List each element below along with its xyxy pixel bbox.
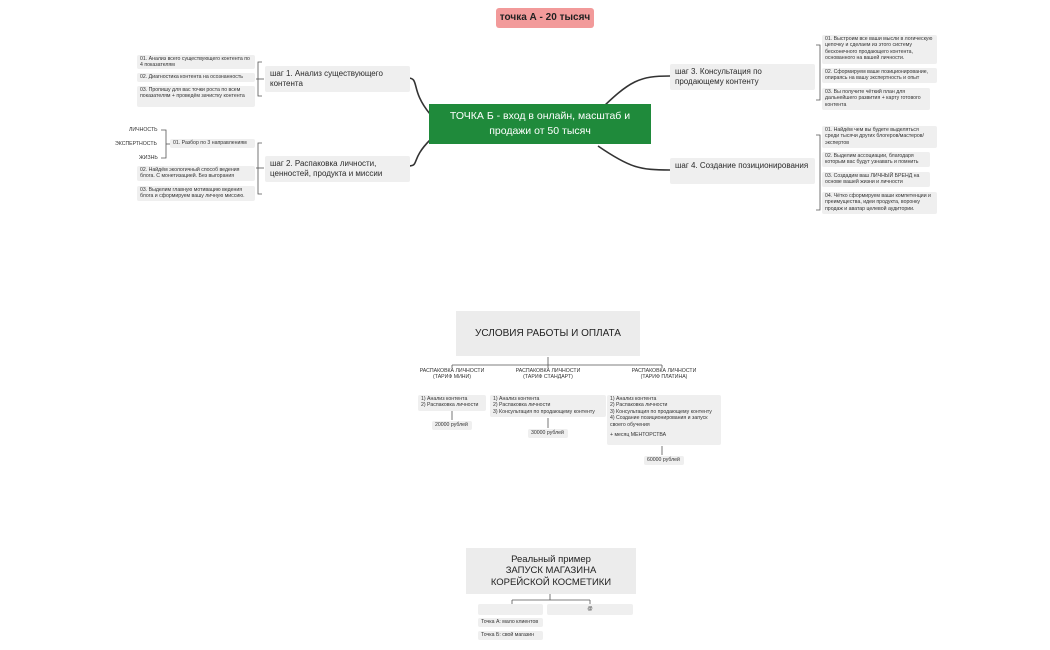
direction-personality: ЛИЧНОСТЬ [129, 127, 158, 133]
example-point-a[interactable]: Точка А: мало клиентов [478, 618, 543, 627]
step2-item-1[interactable]: 01. Разбор по 3 направлениям [170, 139, 255, 148]
step2-node[interactable]: шаг 2. Распаковка личности, ценностей, п… [265, 156, 410, 182]
tariff-mini-item-2: 2) Распаковка личности [421, 402, 479, 409]
tariff-standard-item-2: 2) Распаковка личности [493, 402, 551, 409]
conditions-title[interactable]: УСЛОВИЯ РАБОТЫ И ОПЛАТА [456, 311, 640, 356]
connector-step1 [407, 77, 431, 115]
tariff-platinum-name[interactable]: РАСПАКОВКА ЛИЧНОСТИ (ТАРИФ ПЛАТИНА) [631, 368, 697, 381]
step3-node[interactable]: шаг 3. Консультация по продающему контен… [670, 64, 815, 90]
tariff-standard-price[interactable]: 30000 рублей [528, 429, 568, 438]
tariff-platinum-item-4: 4) Создание позиционирования и запуск св… [610, 415, 708, 428]
step4-item-1[interactable]: 01. Найдём чем вы будете выделяться сред… [822, 126, 937, 148]
step2-item-2[interactable]: 02. Найдём экологичный способ ведения бл… [137, 166, 255, 181]
step4-node[interactable]: шаг 4. Создание позиционирования [670, 158, 815, 184]
tariff-mini-price[interactable]: 20000 рублей [432, 421, 472, 430]
example-title[interactable]: Реальный пример ЗАПУСК МАГАЗИНА КОРЕЙСКО… [466, 548, 636, 594]
connector-step3 [597, 75, 671, 113]
connector-step4 [597, 145, 671, 171]
tariff-standard-item-1: 1) Анализ контента [493, 396, 540, 402]
step1-node[interactable]: шаг 1. Анализ существующего контента [265, 66, 410, 92]
example-right-branch[interactable]: @ [547, 604, 633, 615]
tariff-platinum-item-2: 2) Распаковка личности [610, 402, 668, 409]
example-title-line1: Реальный пример [511, 553, 591, 565]
step3-item-2[interactable]: 02. Сформируем ваше позиционирование, оп… [822, 68, 937, 83]
bracket-directions [161, 129, 167, 159]
step4-item-3[interactable]: 03. Создадим ваш ЛИЧНЫЙ БРЕНД на основе … [822, 172, 930, 187]
tariff-platinum-item-3: 3) Консультация по продающему контенту [610, 408, 712, 415]
example-title-line2: ЗАПУСК МАГАЗИНА [505, 565, 597, 577]
step4-item-2[interactable]: 02. Выделим ассоциации, благодаря которы… [822, 152, 930, 167]
point-b-node[interactable]: ТОЧКА Б - вход в онлайн, масштаб и прода… [429, 104, 651, 144]
bracket-step4 [816, 134, 821, 211]
step1-item-3[interactable]: 03. Пропишу для вас точки роста по всем … [137, 86, 255, 107]
example-point-b[interactable]: Точка Б: свой магазин [478, 631, 543, 640]
tariff-mini-item-1: 1) Анализ контента [421, 396, 468, 402]
tariff-standard-items[interactable]: 1) Анализ контента 2) Распаковка личност… [490, 395, 606, 417]
step4-item-4[interactable]: 04. Чётко сформируем ваши компетенции и … [822, 192, 937, 214]
tariff-platinum-item-1: 1) Анализ контента [610, 396, 657, 402]
connector-step2 [407, 139, 431, 167]
tariff-platinum-items[interactable]: 1) Анализ контента 2) Распаковка личност… [607, 395, 721, 445]
step1-item-1[interactable]: 01. Анализ всего существующего контента … [137, 55, 255, 69]
step3-item-3[interactable]: 03. Вы получите чёткий план для дальнейш… [822, 88, 930, 110]
example-left-branch[interactable] [478, 604, 543, 615]
tariff-platinum-extra: + месяц МЕНТОРСТВА [610, 432, 667, 439]
step3-item-1[interactable]: 01. Выстроим все ваши мысли в логическую… [822, 35, 937, 64]
tariff-standard-item-3: 3) Консультация по продающему контенту [493, 408, 595, 415]
tariff-mini-items[interactable]: 1) Анализ контента 2) Распаковка личност… [418, 395, 486, 411]
direction-life: ЖИЗНЬ [139, 155, 158, 161]
point-a-pill[interactable]: точка А - 20 тысяч [496, 8, 594, 28]
direction-expertise: ЭКСПЕРТНОСТЬ [115, 141, 157, 147]
tariff-platinum-price[interactable]: 60000 рублей [644, 456, 684, 465]
tariff-mini-name[interactable]: РАСПАКОВКА ЛИЧНОСТИ (ТАРИФ МИНИ) [419, 368, 485, 381]
tariff-standard-name[interactable]: РАСПАКОВКА ЛИЧНОСТИ (ТАРИФ СТАНДАРТ) [515, 368, 581, 381]
bracket-step2 [257, 142, 262, 195]
example-title-line3: КОРЕЙСКОЙ КОСМЕТИКИ [490, 576, 612, 588]
step2-item-3[interactable]: 03. Выделим главную мотивацию ведения бл… [137, 186, 255, 201]
step1-item-2[interactable]: 02. Диагностика контента на осознанность [137, 73, 255, 82]
bracket-step3 [816, 44, 821, 101]
